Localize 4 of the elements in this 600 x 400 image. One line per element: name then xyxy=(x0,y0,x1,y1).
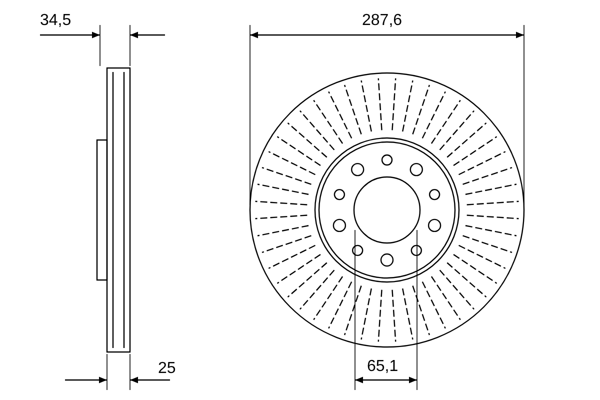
dimension-label: 34,5 xyxy=(40,12,72,30)
dimension-label: 25 xyxy=(158,360,176,378)
dimension-label: 65,1 xyxy=(367,358,398,376)
dimension-label: 287,6 xyxy=(362,12,402,30)
